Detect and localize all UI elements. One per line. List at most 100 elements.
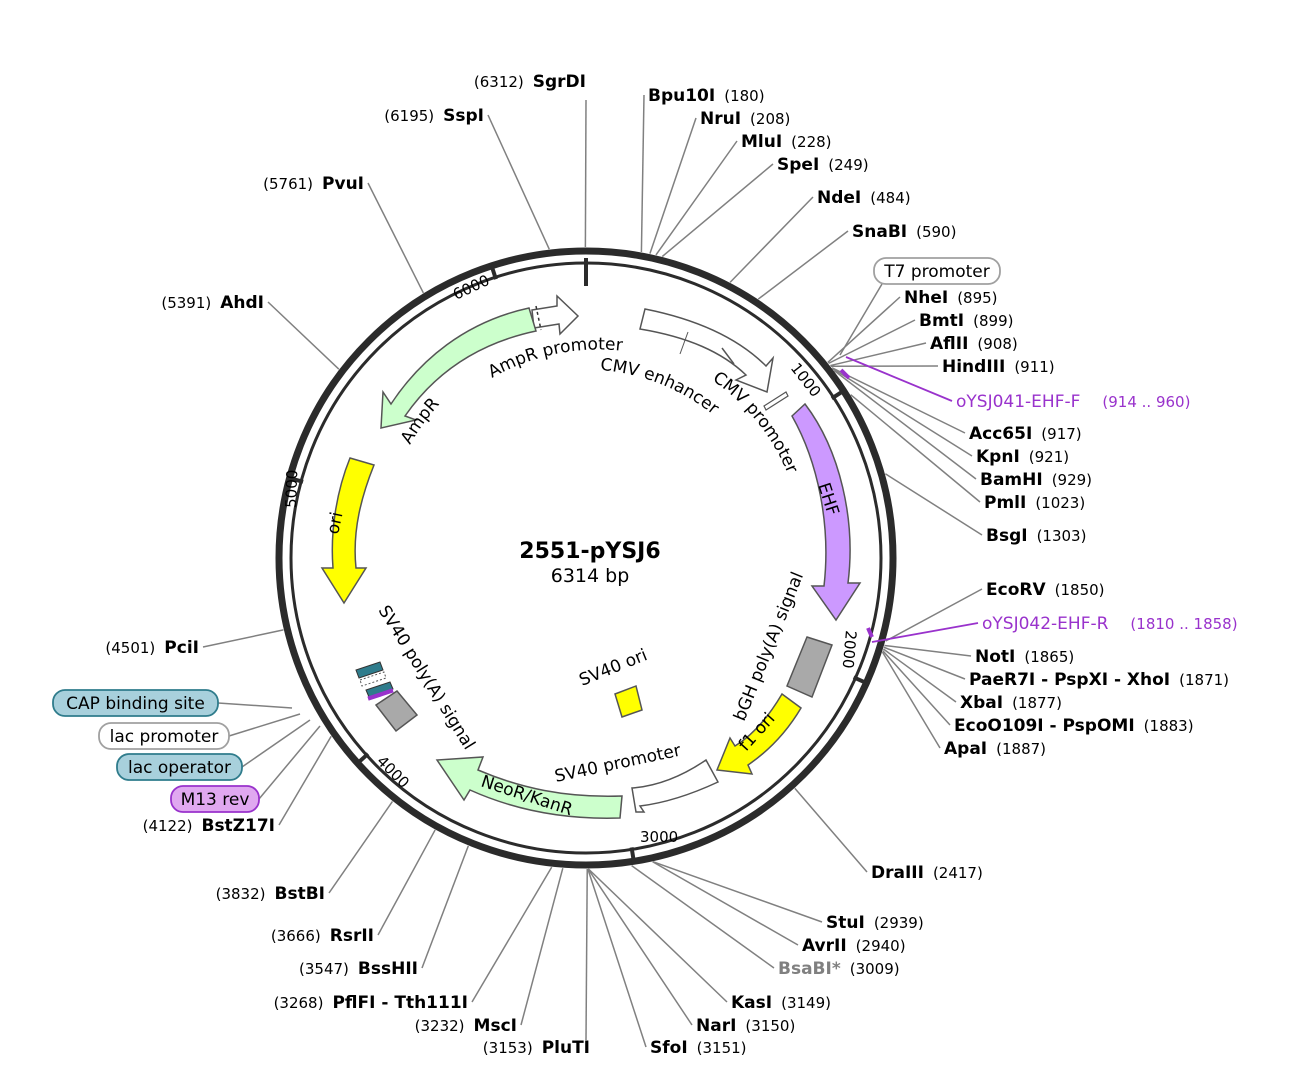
tick-label-2000: 2000 (839, 630, 860, 670)
pill-shape (116, 753, 243, 781)
site-nhei[interactable]: NheI(895) (904, 288, 998, 308)
site-nari[interactable]: NarI(3150) (696, 1016, 795, 1036)
site-name: KpnI (976, 447, 1020, 467)
cmv-enhancer-label-leader (679, 331, 689, 355)
site-position: (228) (791, 133, 831, 151)
primer-range: (1810 .. 1858) (1130, 615, 1237, 633)
site-bstbi[interactable]: BstBI(3832) (216, 884, 325, 904)
site-sspi[interactable]: SspI(6195) (384, 106, 484, 126)
restriction-sites: SgrDI(6312) SspI(6195) PvuI(5761) AhdI(5391… (105, 72, 1229, 1058)
connector-ecorv (885, 588, 983, 642)
cmv-promoter-marker[interactable] (763, 391, 789, 411)
primer-f-mark[interactable] (839, 368, 851, 380)
tick-4000 (354, 752, 370, 766)
site-pflfi-tth111i[interactable]: PflFI - Tth111I(3268) (274, 993, 468, 1013)
site-pluti[interactable]: PluTI(3153) (483, 1038, 590, 1058)
pill-t7-promoter[interactable]: T7 promoter (873, 257, 1001, 285)
site-msci[interactable]: MscI(3232) (415, 1016, 517, 1036)
bgh-polya-box[interactable] (786, 636, 833, 699)
sv40-polya-box[interactable] (374, 690, 419, 733)
cap-site-marker[interactable] (355, 661, 384, 679)
connector-mlui (655, 140, 738, 256)
site-ahdi[interactable]: AhdI(5391) (161, 293, 264, 313)
primer-r-mark[interactable] (866, 627, 874, 638)
site-spei[interactable]: SpeI(249) (777, 155, 869, 175)
site-avrii[interactable]: AvrII(2940) (802, 936, 906, 956)
connector-aflii (830, 342, 927, 367)
site-position: (899) (973, 312, 1013, 330)
site-noti[interactable]: NotI(1865) (975, 647, 1074, 667)
site-ndei[interactable]: NdeI(484) (817, 188, 911, 208)
ampr-cds-arrow[interactable] (380, 307, 537, 429)
site-bstz17i[interactable]: BstZ17I(4122) (143, 816, 275, 836)
primer-range: (914 .. 960) (1102, 393, 1190, 411)
pill-cap-binding-site[interactable]: CAP binding site (52, 689, 219, 717)
site-kpni[interactable]: KpnI(921) (976, 447, 1069, 467)
primer-oysj041-ehf-f[interactable]: oYSJ041-EHF-F(914 .. 960) (956, 392, 1190, 412)
site-bsgi[interactable]: BsgI(1303) (986, 526, 1086, 546)
site-bsabi[interactable]: BsaBI*(3009) (778, 959, 900, 979)
site-bpu10i[interactable]: Bpu10I(180) (648, 86, 765, 106)
site-sgrdi[interactable]: SgrDI(6312) (474, 72, 586, 92)
site-ecoo109i-pspomi[interactable]: EcoO109I - PspOMI(1883) (954, 716, 1194, 736)
site-acc65i[interactable]: Acc65I(917) (969, 424, 1082, 444)
neor-cds-arrow[interactable] (435, 756, 623, 819)
site-name: BstZ17I (201, 816, 275, 836)
plasmid-size: 6314 bp (551, 565, 630, 587)
f1-ori-arrow[interactable] (715, 692, 802, 775)
site-position: (3009) (850, 960, 900, 978)
site-pmli[interactable]: PmlI(1023) (984, 493, 1085, 513)
site-paer7i-pspxi-xhoi[interactable]: PaeR7I - PspXI - XhoI(1871) (969, 670, 1229, 690)
site-sfoi[interactable]: SfoI(3151) (650, 1038, 747, 1058)
ori-arrow[interactable] (320, 457, 376, 605)
site-name: PciI (164, 638, 199, 658)
site-hindiii[interactable]: HindIII(911) (942, 357, 1055, 377)
pill-m13-rev[interactable]: M13 rev (170, 785, 260, 813)
pill-lac-promoter[interactable]: lac promoter (98, 722, 230, 750)
site-position: (2417) (933, 864, 983, 882)
site-snabi[interactable]: SnaBI(590) (852, 222, 956, 242)
site-kasi[interactable]: KasI(3149) (731, 993, 831, 1013)
backbone-outer-ring (275, 247, 897, 869)
connector-pcii (202, 629, 284, 648)
m13-rev-marker[interactable] (367, 688, 394, 701)
pill-lac-operator[interactable]: lac operator (116, 753, 243, 781)
connector-nrui (649, 117, 697, 254)
site-bamhi[interactable]: BamHI(929) (980, 470, 1092, 490)
primer-connector-2 (871, 622, 979, 643)
site-aflii[interactable]: AflII(908) (930, 334, 1018, 354)
site-position: (6312) (474, 73, 524, 91)
ampr-boundary-mark (535, 305, 542, 331)
pill-connector-lac-operator (241, 719, 311, 768)
site-position: (3832) (216, 885, 266, 903)
connector-paer7i-pspxi-xhoi (883, 646, 966, 680)
primer-oysj042-ehf-r[interactable]: oYSJ042-EHF-R(1810 .. 1858) (982, 614, 1238, 634)
site-ecorv[interactable]: EcoRV(1850) (986, 580, 1105, 600)
site-apai[interactable]: ApaI(1887) (944, 739, 1046, 759)
site-rsrii[interactable]: RsrII(3666) (271, 926, 374, 946)
sv40-ori-box[interactable] (614, 684, 643, 718)
site-position: (180) (724, 87, 764, 105)
site-pcii[interactable]: PciI(4501) (105, 638, 199, 658)
lac-promoter-marker[interactable] (359, 671, 387, 687)
site-xbai[interactable]: XbaI(1877) (960, 693, 1062, 713)
sv40-promoter-arrow[interactable] (631, 758, 720, 813)
site-name: SfoI (650, 1038, 688, 1058)
tick-1000 (830, 388, 847, 401)
site-pvui[interactable]: PvuI(5761) (263, 174, 364, 194)
lac-operator-marker[interactable] (365, 681, 394, 698)
cmv-enhancer-arrow[interactable] (639, 308, 775, 394)
site-draiii[interactable]: DraIII(2417) (871, 863, 983, 883)
site-name: EcoO109I - PspOMI (954, 716, 1135, 736)
connector-bpu10i (640, 94, 645, 252)
ehf-cds-arrow[interactable] (791, 402, 862, 622)
site-bsshii[interactable]: BssHII(3547) (299, 959, 418, 979)
site-name: MluI (741, 132, 782, 152)
site-position: (249) (828, 156, 868, 174)
ampr-promoter-arrow[interactable] (531, 294, 580, 336)
site-bmti[interactable]: BmtI(899) (919, 311, 1013, 331)
site-stui[interactable]: StuI(2939) (826, 913, 924, 933)
site-mlui[interactable]: MluI (228) (741, 132, 832, 152)
site-nrui[interactable]: NruI(208) (700, 109, 790, 129)
